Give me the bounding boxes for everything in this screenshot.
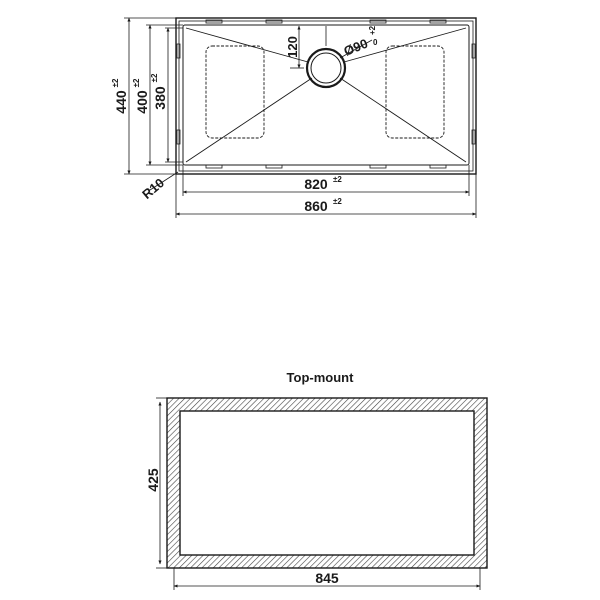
bowl-slope-lines [185, 27, 467, 163]
corner-radius-label: R10 [139, 175, 167, 202]
outer-height-tol: ±2 [111, 78, 120, 87]
left-bowl-recess [205, 45, 265, 139]
bowl-height-tol: ±2 [132, 78, 141, 87]
cutout-title: Top-mount [287, 370, 355, 385]
inner-height-label: 380 [152, 86, 168, 110]
cutout-dimension-lines [156, 397, 481, 590]
cutout-frame [166, 397, 488, 569]
bowl-width-tol: ±2 [333, 175, 342, 184]
drain-diameter-label: Ø90 [342, 36, 370, 59]
cutout-width-label: 845 [315, 570, 339, 586]
cutout-outer-edge [166, 397, 488, 569]
right-bowl-recess [385, 45, 445, 139]
drain-diameter-tol-plus: +2 [368, 25, 377, 35]
sink-bowl [182, 24, 470, 166]
bowl-width-label: 820 [304, 176, 328, 192]
cutout-inner-edge [179, 410, 475, 556]
drain-offset-label: 120 [285, 36, 300, 58]
bowl-height-label: 400 [134, 90, 150, 114]
drain-hole [290, 26, 347, 89]
horizontal-dimension-lines [175, 165, 477, 218]
vertical-dimension-lines [124, 17, 183, 175]
sink-inner-rim [178, 20, 474, 172]
corner-radius-leader [149, 171, 179, 191]
drain-diameter-leader [339, 39, 373, 59]
rim-clips [176, 19, 476, 169]
sink-plan-view [175, 17, 477, 175]
outer-width-tol: ±2 [333, 197, 342, 206]
outer-height-label: 440 [113, 90, 129, 114]
cutout-height-label: 425 [145, 468, 161, 492]
drain-diameter-tol-minus: 0 [373, 38, 378, 47]
sink-outer-rim [175, 17, 477, 175]
outer-width-label: 860 [304, 198, 328, 214]
inner-height-tol: ±2 [150, 73, 159, 82]
